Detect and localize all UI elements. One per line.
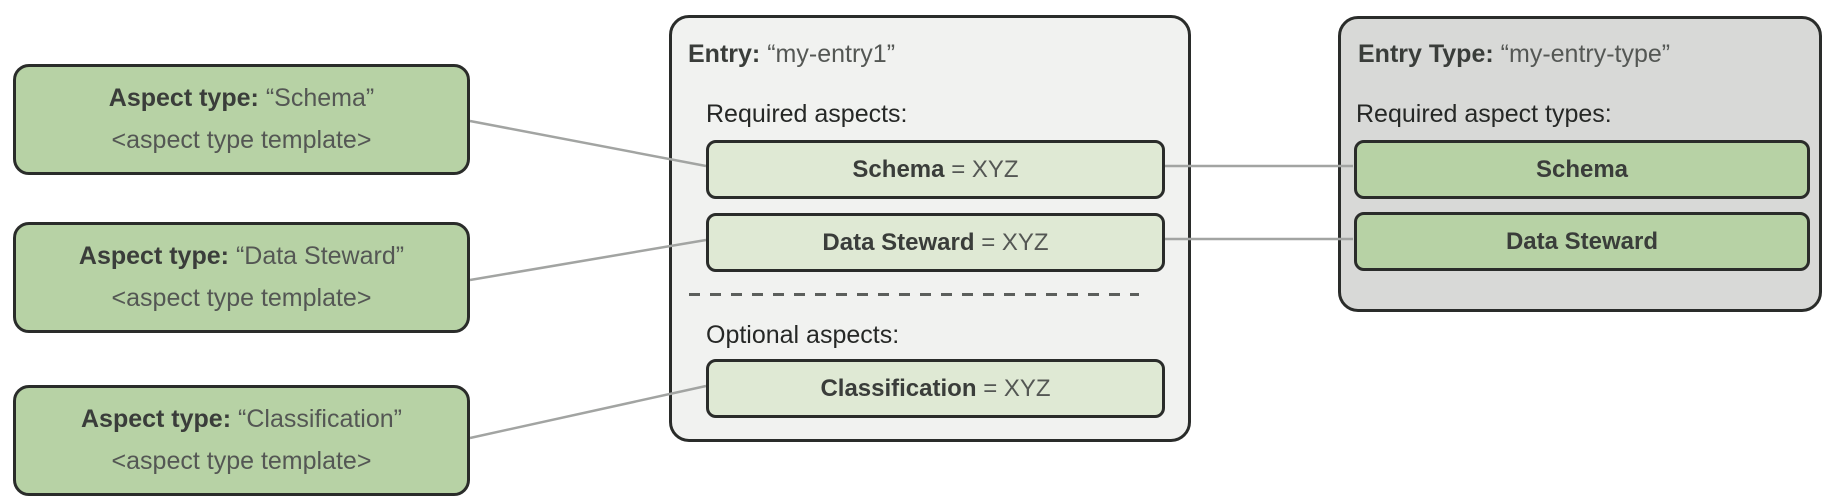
aspect-name: Classification [820, 374, 977, 402]
aspect-type-label: Aspect type: [81, 405, 232, 433]
aspect-value: = XYZ [981, 228, 1049, 256]
required-optional-divider [689, 293, 1139, 296]
optional-aspects-heading: Optional aspects: [706, 321, 900, 349]
aspect-type-template: <aspect type template> [111, 447, 372, 475]
required-aspect-types-heading: Required aspect types: [1356, 100, 1612, 128]
aspect-type-name: “Schema” [265, 84, 375, 112]
aspect-type-label: Aspect type: [108, 84, 259, 112]
aspect-type-title: Aspect type:“Schema” [109, 84, 374, 113]
entry-aspect-classification: Classification= XYZ [706, 359, 1165, 418]
aspect-value: = XYZ [983, 374, 1051, 402]
aspect-type-name: “Data Steward” [235, 242, 405, 270]
connector-line-schema-to-entry [469, 119, 707, 168]
entry-aspect-data-steward: Data Steward= XYZ [706, 213, 1165, 272]
aspect-type-label: Aspect type: [78, 242, 229, 270]
aspect-value: = XYZ [951, 155, 1019, 183]
entry-type-title-value: “my-entry-type” [1500, 40, 1671, 68]
aspect-name: Data Steward [822, 228, 975, 256]
aspect-type-template: <aspect type template> [111, 284, 372, 312]
entry-type-title: Entry Type:“my-entry-type” [1358, 40, 1670, 69]
entry-type-title-label: Entry Type: [1358, 40, 1494, 68]
aspect-type-box-schema: Aspect type:“Schema” <aspect type templa… [13, 64, 470, 175]
entry-title: Entry:“my-entry1” [688, 40, 895, 69]
aspect-type-box-classification: Aspect type:“Classification” <aspect typ… [13, 385, 470, 496]
entry-title-label: Entry: [688, 40, 761, 68]
aspect-type-name: Data Steward [1505, 227, 1659, 255]
entry-aspect-schema: Schema= XYZ [706, 140, 1165, 199]
required-aspects-heading: Required aspects: [706, 100, 908, 128]
aspect-type-box-data-steward: Aspect type:“Data Steward” <aspect type … [13, 222, 470, 333]
connector-line-datasteward-to-entry [469, 238, 707, 282]
aspect-type-title: Aspect type:“Data Steward” [79, 242, 404, 271]
aspect-type-template: <aspect type template> [111, 126, 372, 154]
entry-title-value: “my-entry1” [767, 40, 896, 68]
entry-type-aspect-data-steward: Data Steward [1354, 212, 1810, 271]
aspect-type-title: Aspect type:“Classification” [81, 405, 402, 434]
entry-container: Entry:“my-entry1” Required aspects: Sche… [669, 15, 1191, 442]
entry-type-container: Entry Type:“my-entry-type” Required aspe… [1338, 16, 1822, 312]
aspect-type-name: Schema [1535, 155, 1629, 183]
connector-line-classification-to-entry [469, 384, 707, 440]
aspect-name: Schema [852, 155, 945, 183]
aspect-type-name: “Classification” [238, 405, 402, 433]
entry-type-aspect-schema: Schema [1354, 140, 1810, 199]
